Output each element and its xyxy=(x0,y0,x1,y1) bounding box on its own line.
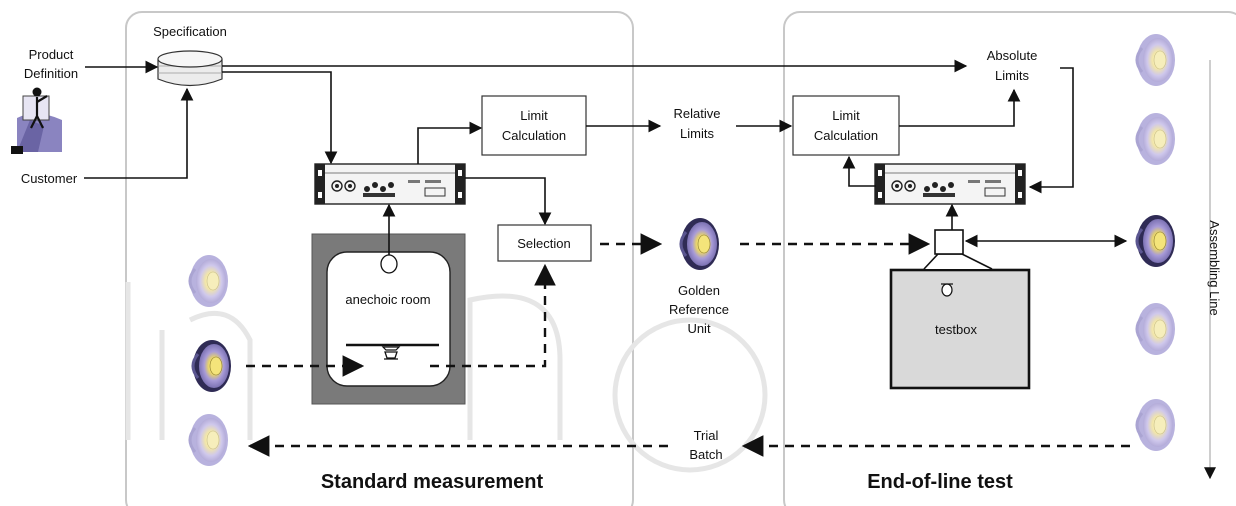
loudspeaker-icon xyxy=(1135,111,1177,167)
selection-box xyxy=(497,224,592,262)
anechoic-room xyxy=(311,233,466,405)
limit-calc-right-label-2: Calculation xyxy=(814,128,878,143)
product-definition-label-2: Definition xyxy=(24,66,78,81)
customer-to-spec-arrow xyxy=(84,87,194,179)
limit-calc-right-box xyxy=(792,95,900,156)
trial-batch-label-1: Trial xyxy=(694,428,719,443)
watermark xyxy=(125,282,768,473)
trial-batch-label-2: Batch xyxy=(689,447,722,462)
testbox-microphone-icon xyxy=(941,283,953,297)
database-cylinder-icon xyxy=(157,50,223,87)
standard-measurement-title: Standard measurement xyxy=(321,471,544,493)
relative-limits-label-2: Limits xyxy=(680,126,714,141)
relative-limits-label-1: Relative xyxy=(674,106,721,121)
assembling-line-label: Assembling Line xyxy=(1207,220,1222,315)
limit-calc-left-box xyxy=(481,95,587,156)
selection-label: Selection xyxy=(517,236,570,251)
golden-label-2: Reference xyxy=(669,302,729,317)
room-to-selection-arrow xyxy=(430,263,556,368)
loudspeaker-icon xyxy=(188,412,230,468)
loudspeaker-icon xyxy=(188,253,230,309)
end-of-line-test-title: End-of-line test xyxy=(867,471,1013,493)
left-analyzer-to-limit-calc-arrow xyxy=(417,121,483,164)
absolute-to-right-analyzer-arrow xyxy=(1028,67,1074,194)
specification-label: Specification xyxy=(153,24,227,39)
golden-label-1: Golden xyxy=(678,283,720,298)
customer-label: Customer xyxy=(21,171,78,186)
absolute-limits-label-2: Limits xyxy=(995,68,1029,83)
loudspeaker-icon xyxy=(1135,397,1177,453)
limit-calc-left-label-2: Calculation xyxy=(502,128,566,143)
loudspeaker-icon xyxy=(1135,32,1177,88)
golden-label-3: Unit xyxy=(687,321,711,336)
absolute-limits-label-1: Absolute xyxy=(987,48,1038,63)
left-audio-analyzer-rack-icon xyxy=(314,163,466,205)
right-limit-calc-to-absolute-arrow xyxy=(899,88,1021,127)
spec-to-left-analyzer-arrow xyxy=(222,71,338,165)
left-analyzer-to-selection-arrow xyxy=(465,177,552,226)
end-of-line-panel xyxy=(783,11,1236,506)
testbox xyxy=(889,229,1031,390)
golden-reference-loudspeaker-icon xyxy=(679,216,721,272)
right-audio-analyzer-rack-icon xyxy=(874,163,1026,205)
loudspeaker-icon xyxy=(1135,213,1177,269)
right-analyzer-to-limit-calc-arrow xyxy=(842,155,876,187)
testbox-label: testbox xyxy=(935,322,977,337)
limit-calc-right-label-1: Limit xyxy=(832,108,860,123)
product-definition-label-1: Product xyxy=(29,47,74,62)
loudspeaker-icon xyxy=(1135,301,1177,357)
standard-measurement-panel xyxy=(125,11,634,506)
anechoic-room-label: anechoic room xyxy=(345,292,430,307)
customer-figure-icon xyxy=(11,87,62,154)
loudspeaker-icon xyxy=(191,338,233,394)
limit-calc-left-label-1: Limit xyxy=(520,108,548,123)
microphone-icon xyxy=(380,254,398,274)
